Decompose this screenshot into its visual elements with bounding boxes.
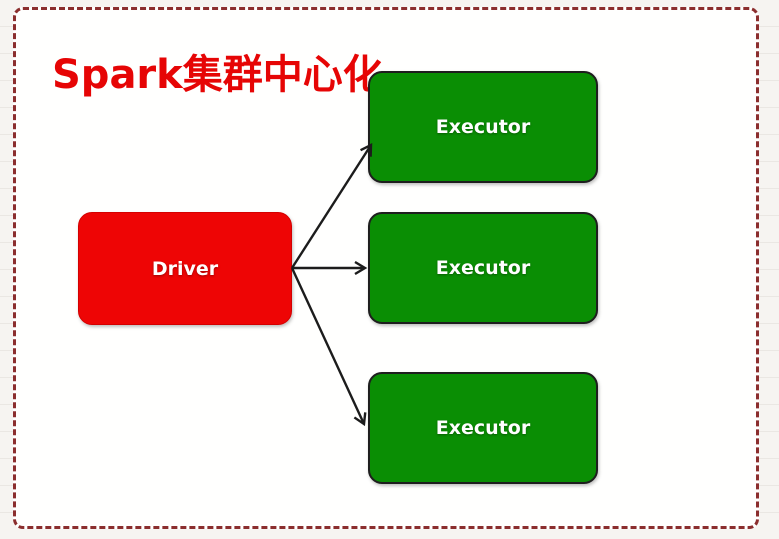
- driver-node: Driver: [78, 212, 292, 325]
- executor-node-1: Executor: [368, 71, 598, 183]
- driver-label: Driver: [151, 257, 219, 280]
- executor-label: Executor: [435, 417, 531, 439]
- executor-label: Executor: [435, 116, 531, 138]
- executor-label: Executor: [435, 257, 531, 279]
- page-title: Spark集群中心化: [52, 52, 383, 98]
- executor-node-2: Executor: [368, 212, 598, 324]
- executor-node-3: Executor: [368, 372, 598, 484]
